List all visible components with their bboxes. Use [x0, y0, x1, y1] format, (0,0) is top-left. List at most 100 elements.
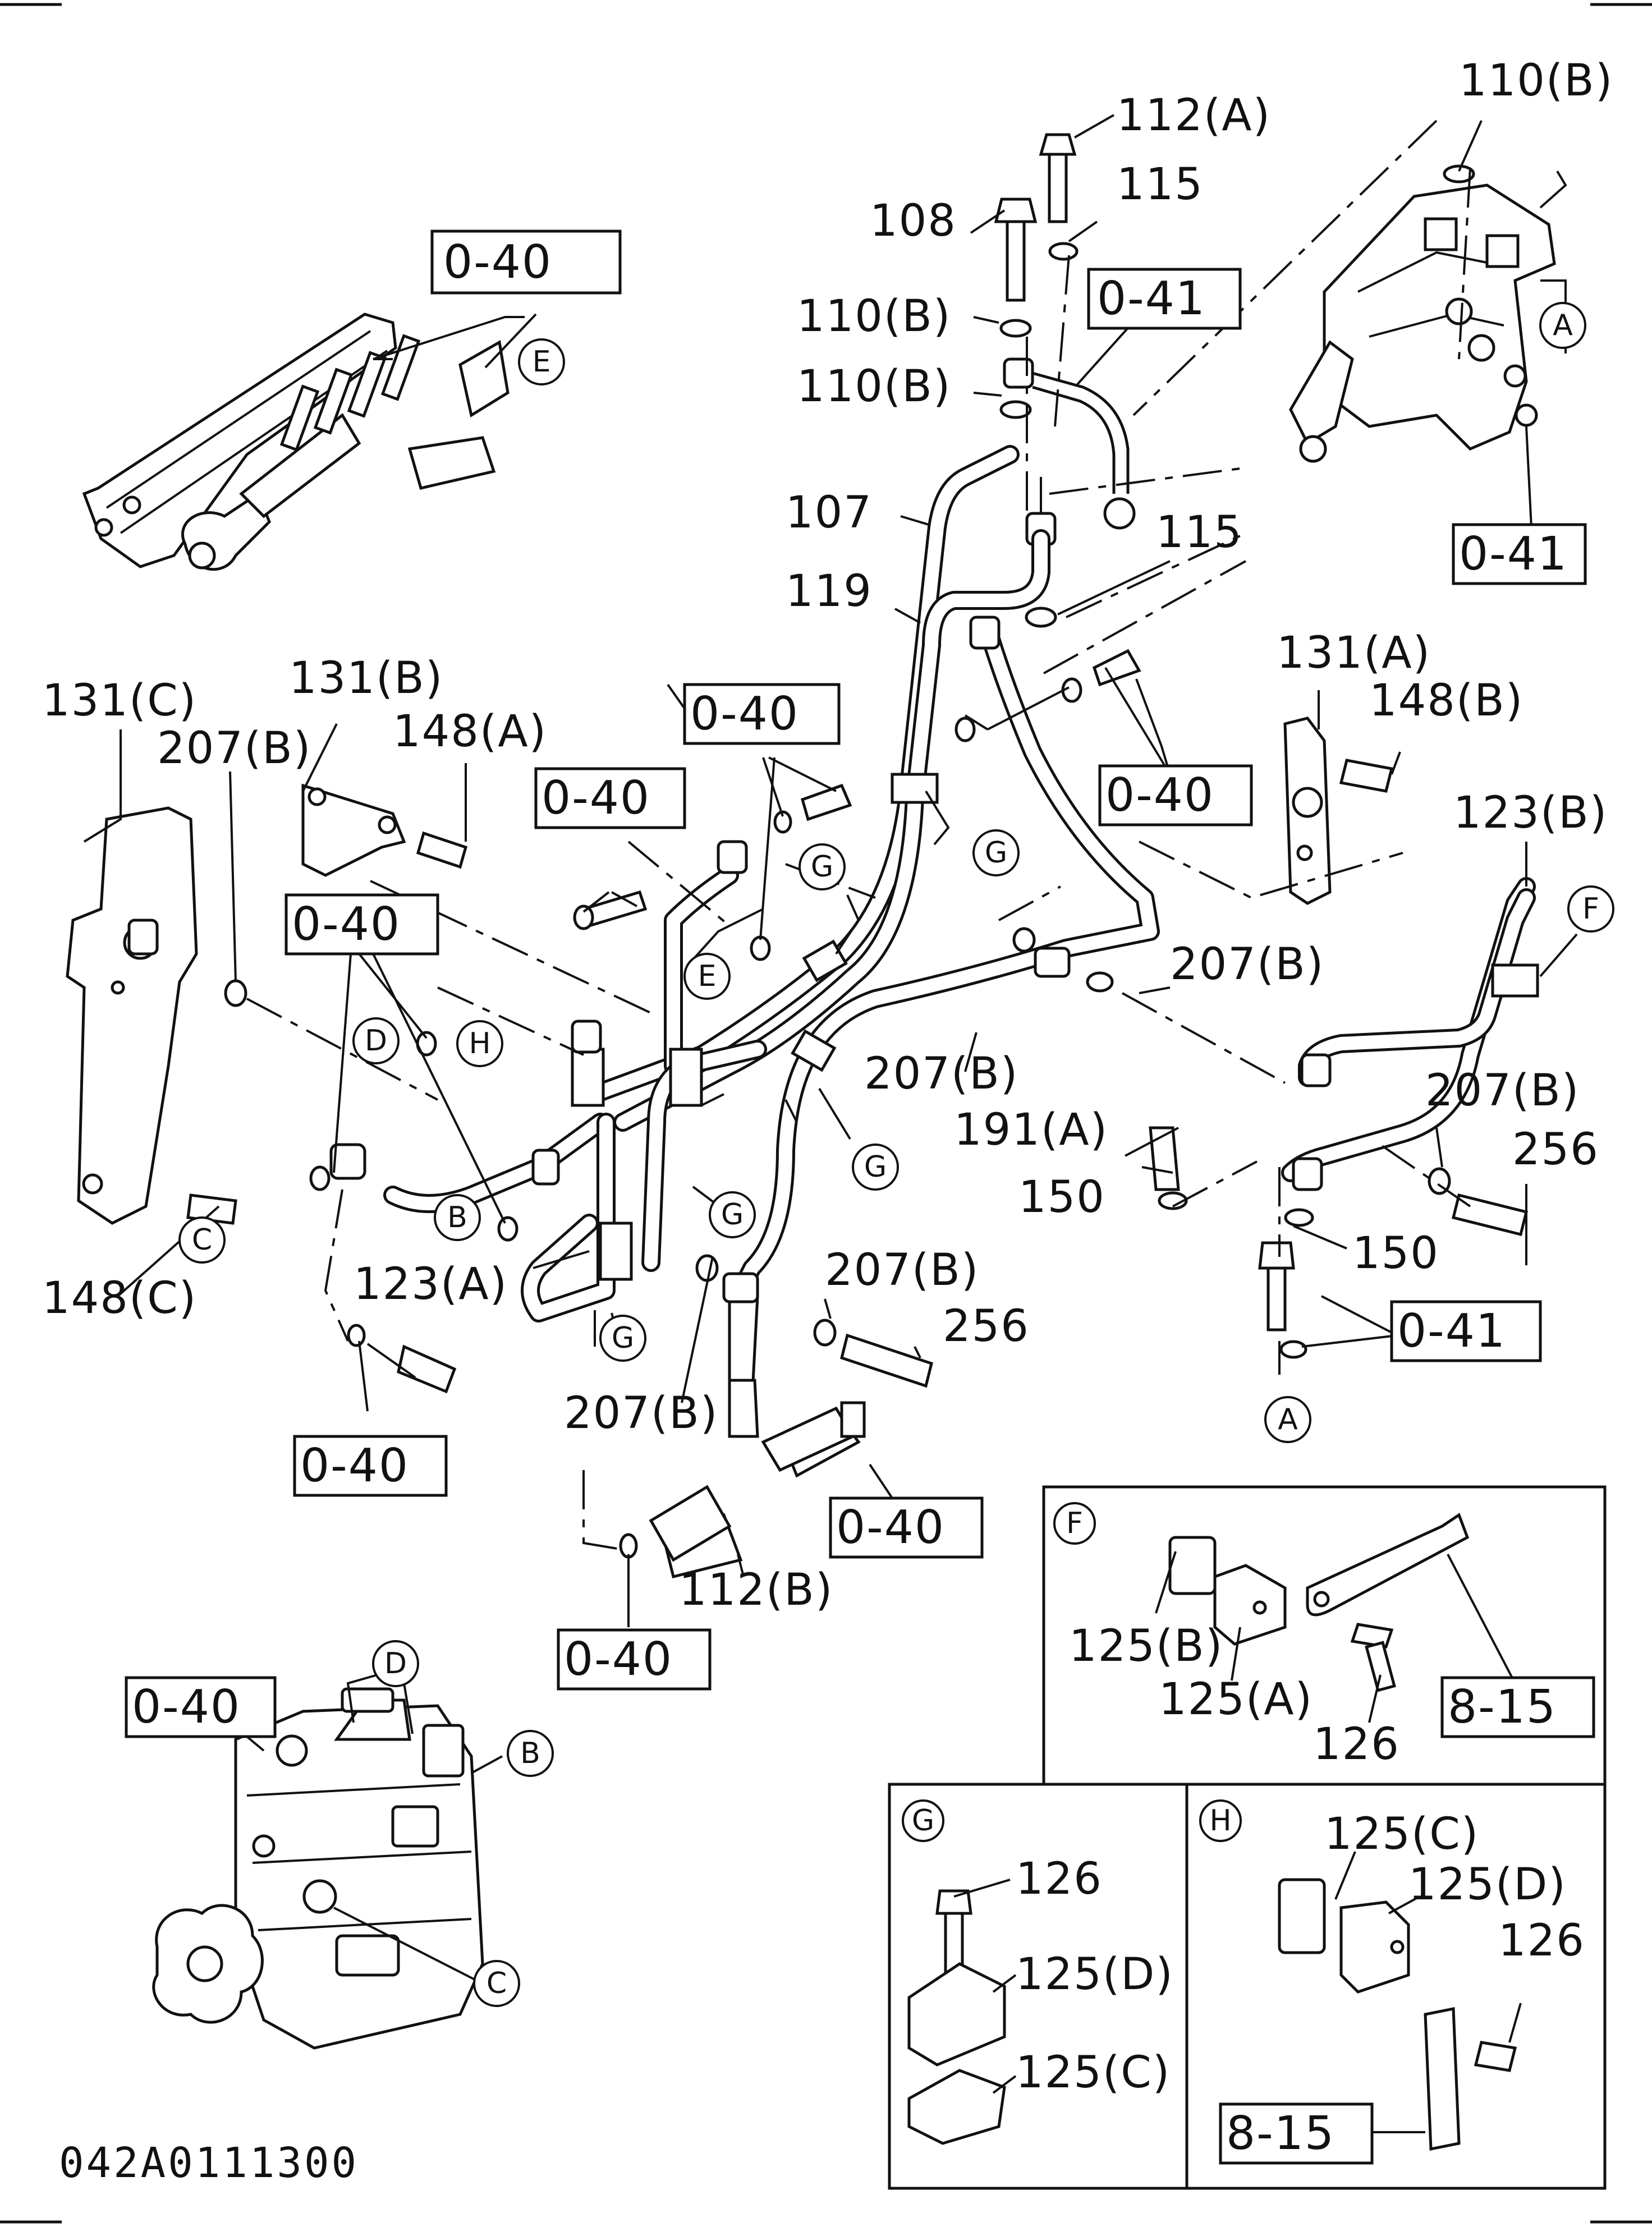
ref-box-0-41-b: 0-41 [1452, 523, 1587, 585]
part-label-110b-lower: 110(B) [797, 361, 951, 412]
ref-box-8-15-h: 8-15 [1219, 2102, 1374, 2165]
inset-leaders [953, 1551, 1516, 2094]
part-label-125d-h: 125(D) [1408, 1859, 1567, 1910]
marker-g-center: G [852, 1144, 899, 1191]
fittings-drawing [329, 616, 1332, 1303]
inset-h-drawing [1278, 1851, 1522, 2151]
marker-b-pump: B [507, 1730, 554, 1777]
svg-text:0-40: 0-40 [292, 898, 401, 951]
svg-text:F: F [1066, 1507, 1083, 1540]
marker-g-mid: G [799, 843, 846, 890]
part-label-125b: 125(B) [1069, 1621, 1223, 1672]
fuel-pipes-drawing [383, 445, 1539, 1323]
part-label-256-lower: 256 [943, 1301, 1030, 1352]
marker-f-inset: F [1053, 1502, 1096, 1545]
part-labels: 112(A) 110(B) 115 108 110(B) 110(B) 107 … [42, 56, 1613, 2098]
part-label-123b: 123(B) [1453, 788, 1608, 838]
part-label-110b-upper: 110(B) [797, 291, 951, 342]
reference-boxes: 0-40 0-41 0-41 0-40 0-40 0-40 0-40 0-41 [125, 229, 1595, 2165]
part-label-148a: 148(A) [393, 706, 547, 757]
marker-d-pump: D [372, 1640, 419, 1687]
marker-g-inset: G [902, 1799, 944, 1842]
corner-marks [0, 3, 1652, 2224]
part-label-148b: 148(B) [1369, 676, 1523, 726]
marker-c-mid: C [178, 1216, 226, 1264]
marker-a-top: A [1539, 302, 1586, 349]
part-label-207b-center-right: 207(B) [1170, 939, 1324, 990]
svg-text:F: F [1582, 892, 1599, 926]
marker-e-top: E [518, 338, 565, 385]
svg-text:0-41: 0-41 [1459, 527, 1568, 581]
ref-box-0-41-a: 0-41 [1087, 268, 1242, 330]
svg-text:B: B [447, 1201, 467, 1234]
svg-text:0-40: 0-40 [564, 1633, 673, 1686]
part-label-150-lower: 150 [1352, 1228, 1439, 1279]
part-label-256-right: 256 [1512, 1124, 1599, 1175]
svg-text:D: D [384, 1647, 407, 1680]
marker-g-bottom: G [599, 1315, 646, 1362]
part-label-107: 107 [786, 488, 873, 538]
svg-text:0-40: 0-40 [690, 687, 799, 741]
ref-box-0-40-d: 0-40 [284, 893, 439, 956]
svg-text:C: C [192, 1223, 212, 1257]
svg-text:8-15: 8-15 [1226, 2107, 1335, 2160]
circle-markers: A E G G E D H B C G G G F A D B C F G H [178, 302, 1614, 2007]
ref-box-8-15-f: 8-15 [1440, 1676, 1595, 1738]
injection-pump-drawing [152, 1687, 484, 2050]
part-label-126-h: 126 [1498, 1916, 1585, 1966]
part-label-207b-center: 207(B) [864, 1049, 1018, 1099]
part-label-207b-right: 207(B) [1425, 1066, 1580, 1116]
svg-text:G: G [612, 1321, 634, 1355]
part-label-115-top: 115 [1117, 159, 1204, 210]
svg-text:0-40: 0-40 [132, 1680, 241, 1734]
svg-text:E: E [533, 345, 551, 379]
ref-box-0-40-e: 0-40 [430, 229, 622, 295]
part-label-108: 108 [870, 196, 957, 246]
inset-g-drawing [907, 1889, 1006, 2145]
marker-e-mid: E [683, 953, 731, 1000]
marker-f-right: F [1567, 885, 1614, 933]
svg-text:B: B [520, 1737, 540, 1770]
fuel-rail-assembly-drawing [82, 313, 510, 571]
marker-d-mid: D [352, 1017, 400, 1064]
svg-text:G: G [811, 850, 833, 884]
marker-b-mid: B [434, 1194, 481, 1241]
part-label-207b-left: 207(B) [157, 723, 311, 774]
part-label-131b: 131(B) [289, 653, 443, 704]
part-label-207b-lower-center: 207(B) [825, 1245, 979, 1296]
svg-text:0-40: 0-40 [443, 236, 552, 289]
ref-box-0-40-c: 0-40 [1098, 764, 1253, 826]
svg-text:A: A [1278, 1403, 1298, 1436]
svg-text:G: G [721, 1198, 744, 1232]
svg-text:0-41: 0-41 [1097, 272, 1206, 325]
sensor-drawing [649, 1379, 866, 1562]
bracket-131a-drawing [1283, 717, 1332, 905]
svg-text:G: G [985, 836, 1007, 870]
ref-box-0-41-c: 0-41 [1390, 1300, 1542, 1362]
part-label-125c-g: 125(C) [1016, 2047, 1171, 2098]
part-label-126-g: 126 [1016, 1854, 1103, 1904]
part-label-191a: 191(A) [954, 1105, 1108, 1155]
part-label-150-upper: 150 [1018, 1172, 1105, 1223]
svg-text:G: G [912, 1804, 934, 1838]
ref-box-0-40-g: 0-40 [829, 1496, 984, 1559]
document-code: 042A0111300 [59, 2139, 359, 2187]
marker-c-pump: C [473, 1960, 520, 2007]
part-label-110b-top-right: 110(B) [1459, 56, 1613, 106]
part-label-125d-g: 125(D) [1016, 1949, 1174, 2000]
svg-text:H: H [1209, 1804, 1231, 1838]
svg-text:G: G [864, 1150, 887, 1184]
part-label-125c-h: 125(C) [1324, 1809, 1479, 1859]
svg-text:E: E [698, 959, 717, 993]
part-label-125a: 125(A) [1159, 1674, 1313, 1725]
bracket-131c-drawing [66, 806, 198, 1225]
svg-text:H: H [469, 1027, 490, 1060]
ref-box-0-40-i: 0-40 [125, 1676, 277, 1738]
ref-box-0-40-f: 0-40 [293, 1435, 448, 1497]
svg-text:8-15: 8-15 [1448, 1680, 1557, 1734]
svg-text:A: A [1553, 309, 1573, 342]
part-label-148c: 148(C) [42, 1273, 197, 1324]
part-label-131a: 131(A) [1277, 628, 1431, 678]
part-label-115-mid: 115 [1156, 507, 1243, 558]
